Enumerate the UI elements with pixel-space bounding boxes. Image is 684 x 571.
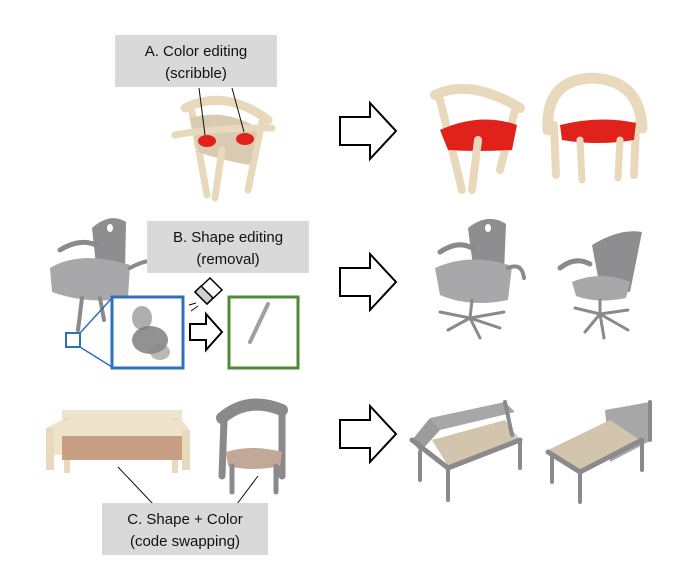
input-chair-scribbled	[171, 87, 276, 202]
label-b-line2: (removal)	[196, 251, 259, 268]
input-grey-chair	[216, 398, 288, 495]
right-arrow-icon	[339, 403, 398, 465]
label-c-box	[102, 503, 268, 555]
label-a-box	[115, 35, 277, 87]
scribble-right	[236, 133, 254, 145]
right-arrow-icon-small	[189, 311, 224, 353]
label-a-line1: A. Color editing	[145, 43, 248, 60]
selection-box	[65, 332, 81, 348]
output-bench-1	[409, 400, 523, 502]
output-chair-1	[430, 83, 525, 194]
row-a-color-editing: A. Color editing (scribble)	[115, 35, 648, 202]
right-arrow-icon	[339, 251, 398, 313]
label-a-line2: (scribble)	[165, 65, 227, 82]
eraser-icon	[188, 276, 224, 312]
scribble-left	[198, 135, 216, 147]
result-box	[227, 295, 300, 370]
output-office-chair-1	[435, 218, 526, 340]
label-c-line1: C. Shape + Color	[127, 511, 242, 528]
right-arrow-icon	[339, 100, 398, 162]
row-b-shape-editing: B. Shape editing (removal)	[50, 218, 642, 370]
output-bench-2	[545, 400, 652, 504]
output-office-chair-2	[557, 231, 642, 340]
row-c-shape-color: C. Shape + Color (code swapping)	[46, 398, 652, 555]
output-chair-2	[542, 72, 648, 184]
label-b-line1: B. Shape editing	[173, 229, 283, 246]
label-b-box	[147, 221, 309, 273]
label-c-line2: (code swapping)	[130, 533, 240, 550]
input-wooden-bench	[46, 410, 190, 473]
